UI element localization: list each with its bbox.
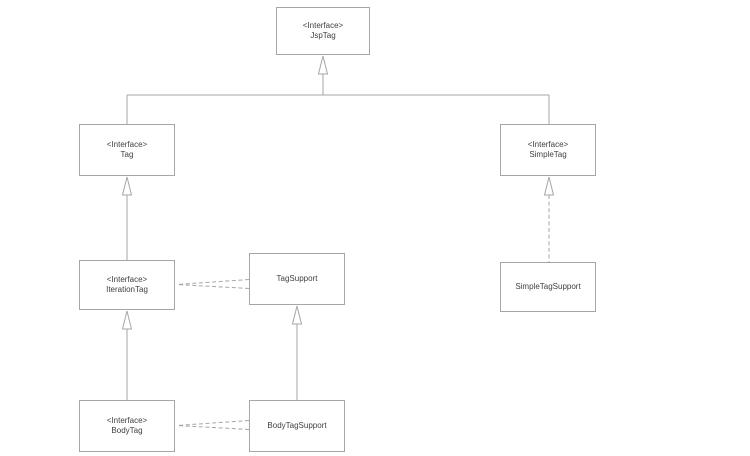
- node-label: SimpleTagSupport: [515, 282, 581, 291]
- node-simpletagsupport[interactable]: SimpleTagSupport: [500, 262, 596, 312]
- edge-iterationtag-to-tag: [121, 176, 133, 260]
- node-jsptag[interactable]: <Interface> JspTag: [276, 7, 370, 55]
- node-label: BodyTag: [111, 426, 143, 435]
- stereotype-label: <Interface>: [106, 275, 148, 284]
- stereotype-label: <Interface>: [302, 21, 344, 30]
- edge-tagsupport-to-iterationtag: [176, 279, 250, 289]
- node-label: TagSupport: [276, 274, 318, 283]
- node-bodytagsupport[interactable]: BodyTagSupport: [249, 400, 345, 452]
- node-label: JspTag: [310, 31, 336, 40]
- stereotype-label: <Interface>: [106, 140, 148, 149]
- node-label: IterationTag: [106, 285, 148, 294]
- edge-simpletagsupport-to-simpletag: [543, 176, 555, 262]
- node-label: SimpleTag: [529, 150, 567, 159]
- stereotype-label: <Interface>: [106, 416, 148, 425]
- edge-tag-simpletag-to-jsptag: [126, 55, 550, 124]
- edge-bodytagsupport-to-tagsupport: [291, 305, 303, 400]
- edge-bodytag-to-iterationtag: [121, 310, 133, 400]
- stereotype-label: <Interface>: [527, 140, 569, 149]
- node-tag[interactable]: <Interface> Tag: [79, 124, 175, 176]
- node-tagsupport[interactable]: TagSupport: [249, 253, 345, 305]
- node-simpletag[interactable]: <Interface> SimpleTag: [500, 124, 596, 176]
- node-bodytag[interactable]: <Interface> BodyTag: [79, 400, 175, 452]
- node-iterationtag[interactable]: <Interface> IterationTag: [79, 260, 175, 310]
- edge-bodytagsupport-to-bodytag: [176, 420, 250, 430]
- node-label: BodyTagSupport: [267, 421, 327, 430]
- node-label: Tag: [120, 150, 134, 159]
